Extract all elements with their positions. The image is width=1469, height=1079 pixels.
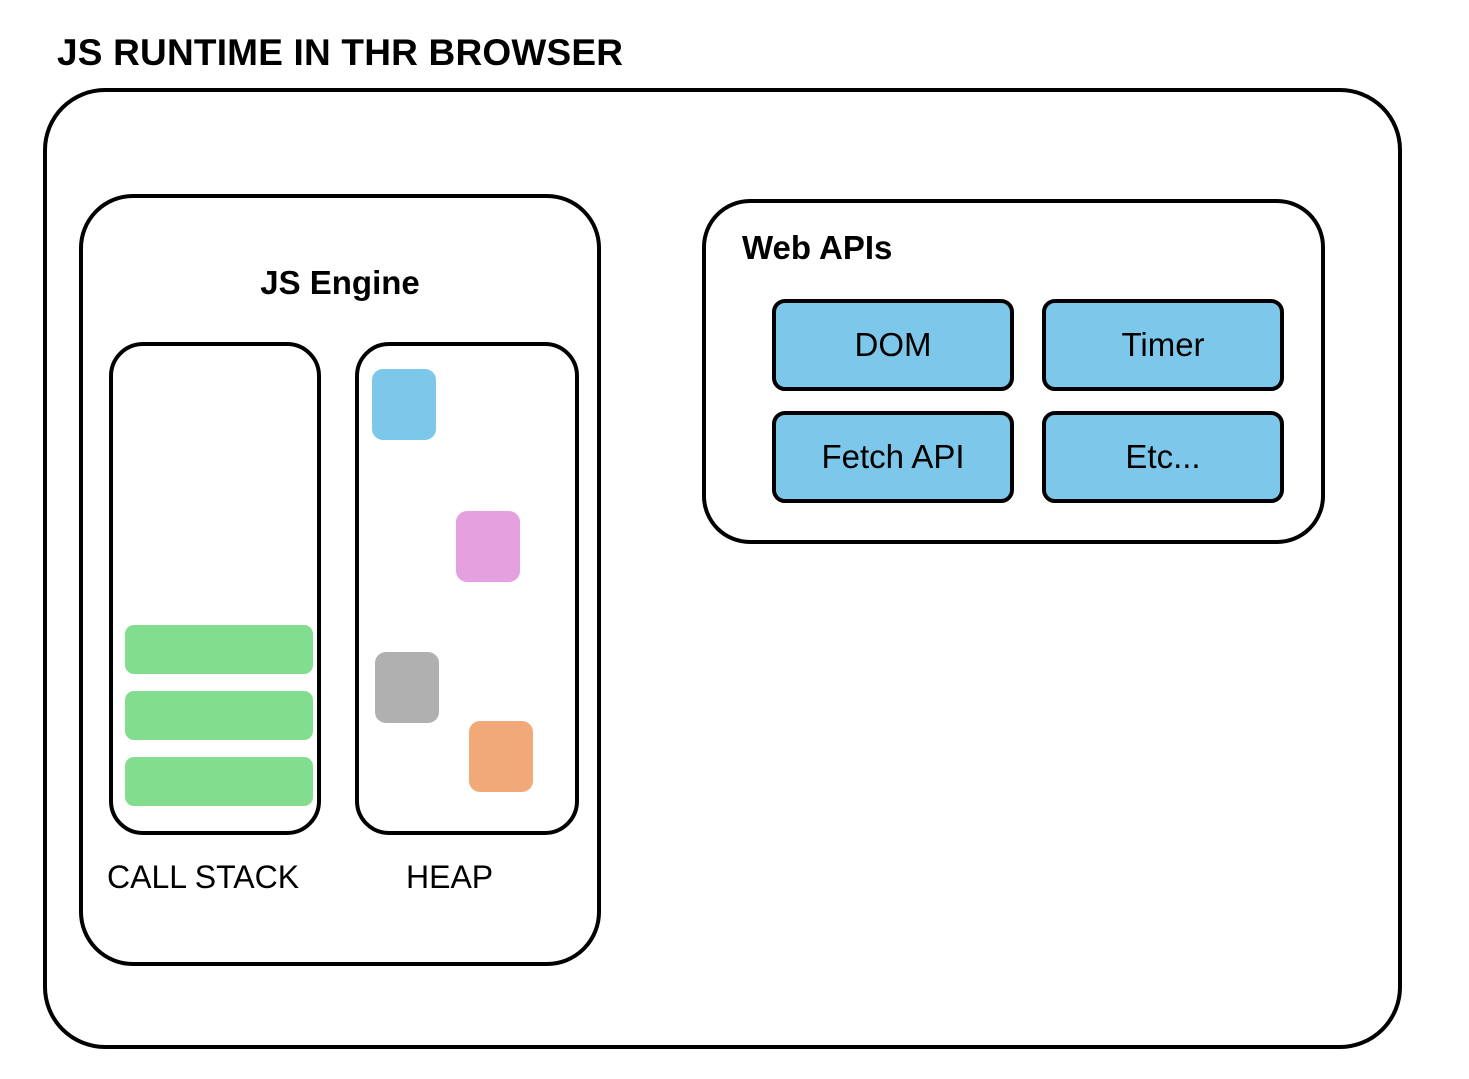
heap-label: HEAP	[406, 859, 494, 895]
heap-chunk-gray	[375, 652, 439, 723]
heap-box	[355, 342, 579, 835]
js-runtime-container: JS Engine CALL STACK HEAP Web APIs DOM Ti…	[43, 88, 1402, 1049]
call-stack-frame	[125, 625, 313, 674]
page-title: JS RUNTIME IN THR BROWSER	[57, 32, 624, 73]
web-api-chip-fetch-api[interactable]: Fetch API	[772, 411, 1014, 503]
heap-chunk-blue	[372, 369, 436, 440]
call-stack-box	[109, 342, 321, 835]
web-api-chip-timer[interactable]: Timer	[1042, 299, 1284, 391]
heap-chunk-orange	[469, 721, 533, 792]
web-api-chip-dom[interactable]: DOM	[772, 299, 1014, 391]
web-apis-title: Web APIs	[742, 229, 893, 266]
call-stack-label: CALL STACK	[107, 859, 300, 895]
call-stack-frame	[125, 691, 313, 740]
js-engine-panel: JS Engine CALL STACK HEAP	[79, 194, 601, 966]
heap-chunk-pink	[456, 511, 520, 582]
web-api-chip-etc[interactable]: Etc...	[1042, 411, 1284, 503]
js-engine-title: JS Engine	[260, 264, 420, 301]
call-stack-frame	[125, 757, 313, 806]
